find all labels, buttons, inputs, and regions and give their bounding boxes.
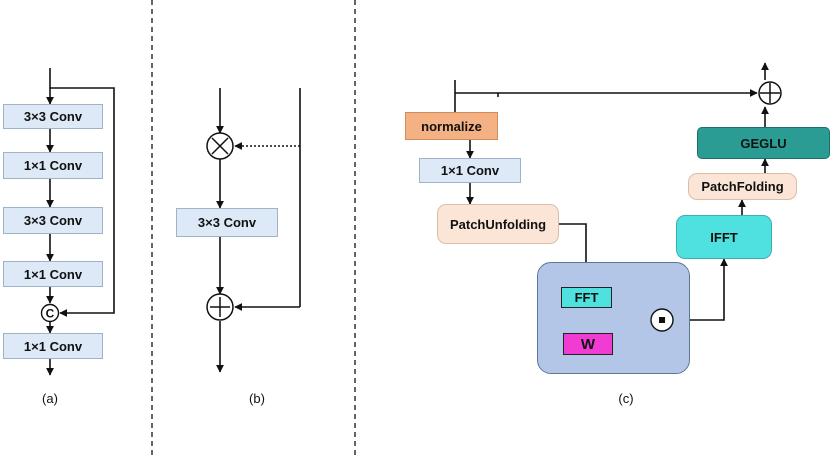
add-node-c	[758, 81, 782, 105]
w-block: W	[563, 333, 613, 355]
normalize-block: normalize	[405, 112, 498, 140]
fft-region	[537, 262, 690, 374]
ifft-block: IFFT	[676, 215, 772, 259]
geglu-block: GEGLU	[697, 127, 830, 159]
conv-3x3-a2: 3×3 Conv	[3, 207, 103, 234]
conv-1x1-c: 1×1 Conv	[419, 158, 521, 183]
concat-node: C	[40, 303, 60, 323]
panel-b-connectors	[216, 88, 301, 373]
fft-block: FFT	[561, 287, 612, 308]
caption-c: (c)	[618, 391, 634, 406]
patch-unfolding-block: PatchUnfolding	[437, 204, 559, 244]
conv-3x3-a1: 3×3 Conv	[3, 104, 103, 129]
conv-1x1-a3: 1×1 Conv	[3, 333, 103, 359]
conv-1x1-a1: 1×1 Conv	[3, 152, 103, 179]
panel-a-connectors	[46, 68, 115, 376]
concat-symbol: C	[46, 307, 55, 321]
caption-a: (a)	[42, 391, 58, 406]
multiply-node	[206, 132, 234, 160]
conv-3x3-b: 3×3 Conv	[176, 208, 278, 237]
conv-1x1-a2: 1×1 Conv	[3, 261, 103, 287]
add-node-b	[206, 293, 234, 321]
patch-folding-block: PatchFolding	[688, 173, 797, 200]
caption-b: (b)	[249, 391, 265, 406]
